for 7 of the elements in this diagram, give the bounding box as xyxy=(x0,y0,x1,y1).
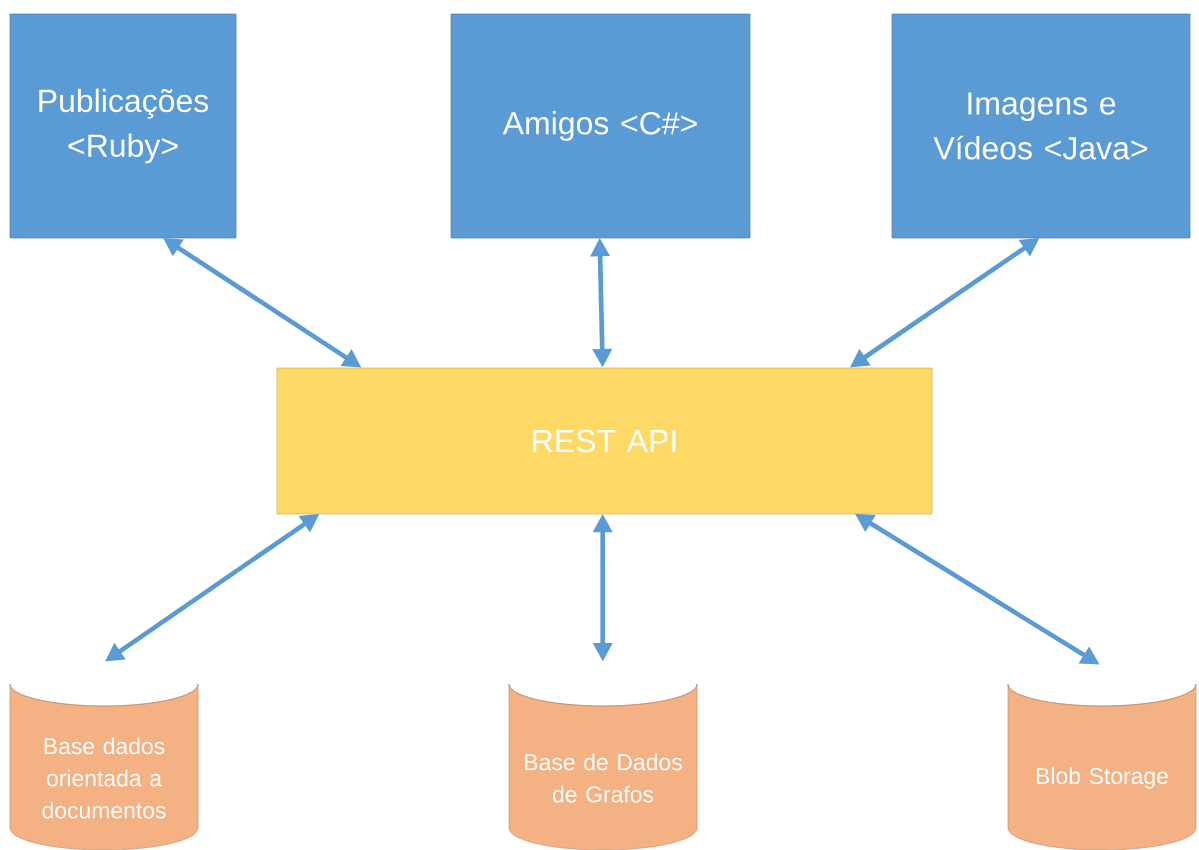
process-box: Amigos <C#> xyxy=(450,13,751,239)
process-box: Publicações <Ruby> xyxy=(9,13,237,239)
process-box: Imagens e Vídeos <Java> xyxy=(891,13,1191,239)
database-cylinder: Base dados orientada a documentos xyxy=(9,683,199,850)
database-cylinder: Base de Dados de Grafos xyxy=(508,683,698,850)
process-box: REST API xyxy=(276,367,933,515)
database-cylinder: Blob Storage xyxy=(1007,683,1197,850)
